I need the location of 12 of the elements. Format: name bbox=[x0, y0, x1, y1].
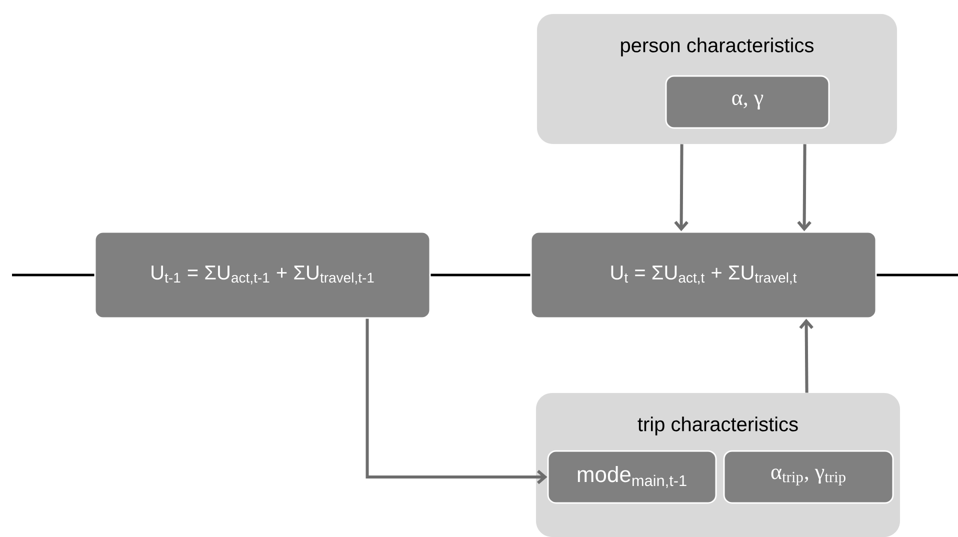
arrow bbox=[797, 144, 812, 232]
connector-line bbox=[876, 274, 958, 276]
formula-box: U$_{t}$ = ΣU$_{act,t}$ + ΣU$_{travel,t}$ bbox=[530, 231, 877, 319]
formula-box: α, γ bbox=[665, 75, 830, 129]
connector-line bbox=[12, 274, 94, 276]
arrow bbox=[366, 318, 548, 484]
formula-box: α$_{trip}$, γ$_{trip}$ bbox=[723, 450, 894, 504]
arrow bbox=[674, 144, 688, 232]
formula-box: mode$_{main,t-1}$ bbox=[547, 450, 717, 504]
connector-line bbox=[430, 274, 530, 276]
formula-box: U$_{t-1}$ = ΣU$_{act,t-1}$ + ΣU$_{travel,t-1}$ bbox=[94, 231, 431, 319]
arrow bbox=[799, 318, 814, 393]
